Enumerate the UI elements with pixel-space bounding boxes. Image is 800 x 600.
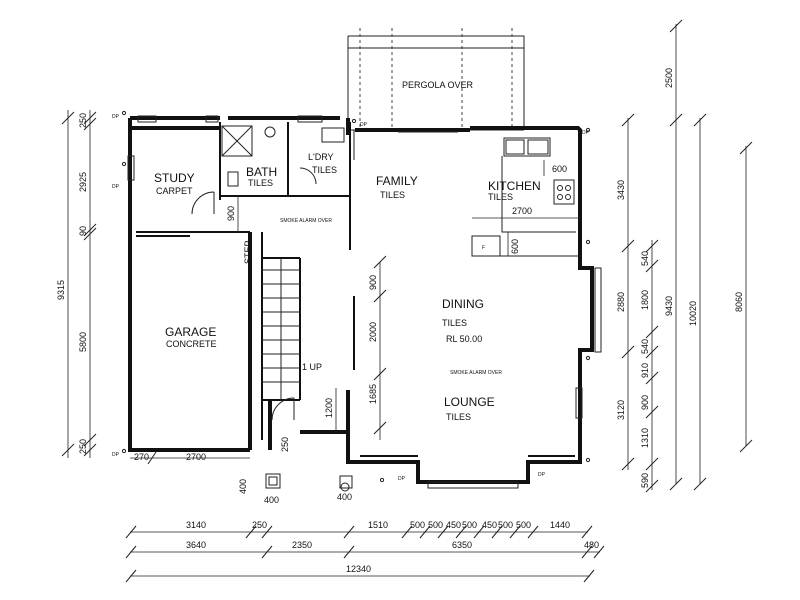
dim-label: 250 (78, 113, 88, 128)
fixtures (221, 125, 580, 492)
dim-label: 400 (337, 492, 352, 502)
room-dining-name: DINING (442, 297, 484, 311)
dim-label: 5800 (78, 332, 88, 352)
room-ldry-name: L'DRY (308, 152, 334, 162)
dim-label: 2880 (616, 292, 626, 312)
pergola (347, 28, 525, 131)
room-pergola-name: PERGOLA OVER (402, 80, 474, 90)
room-kitchen-finish: TILES (488, 192, 513, 202)
dim-label: 12340 (346, 564, 371, 574)
dim-label: 270 (134, 452, 149, 462)
misc-labels: SMOKE ALARM OVER SMOKE ALARM OVER STEP 1… (112, 110, 591, 483)
dim-label: 1440 (550, 520, 570, 530)
downpipe-label: DP (538, 472, 546, 478)
dim-label: 1200 (324, 398, 334, 418)
fridge-label: F (482, 245, 485, 251)
stairs (262, 258, 300, 400)
dim-label: 3430 (616, 180, 626, 200)
dim-label: 910 (640, 363, 650, 378)
room-kitchen-name: KITCHEN (488, 179, 541, 193)
interior-dimensions: 900 900 2000 1685 1200 600 2700 600 270 … (130, 160, 580, 505)
left-dimensions: 250 2925 90 5800 250 9315 (56, 110, 97, 458)
dim-label: 8060 (734, 292, 744, 312)
dim-label: 250 (280, 437, 290, 452)
doors (191, 130, 458, 421)
dim-label: 450 (482, 520, 497, 530)
dim-label: 2500 (664, 68, 674, 88)
dim-label: 590 (640, 473, 650, 488)
dim-label: 480 (584, 540, 599, 550)
dim-label: 600 (552, 164, 567, 174)
dim-label: 400 (264, 495, 279, 505)
dim-label: 3140 (186, 520, 206, 530)
dim-label: 500 (410, 520, 425, 530)
outer-walls (128, 116, 594, 484)
downpipe-label: DP (112, 452, 120, 458)
dim-label: 500 (428, 520, 443, 530)
dim-label: 250 (252, 520, 267, 530)
dim-label: 540 (640, 251, 650, 266)
dim-label: 3120 (616, 400, 626, 420)
dim-label: 1510 (368, 520, 388, 530)
dim-label: 1685 (368, 384, 378, 404)
room-lounge-name: LOUNGE (444, 395, 495, 409)
dim-label: 1310 (640, 428, 650, 448)
dim-label: 2925 (78, 172, 88, 192)
room-family-finish: TILES (380, 190, 405, 200)
room-dining-level: RL 50.00 (446, 334, 482, 344)
room-garage-finish: CONCRETE (166, 339, 217, 349)
room-ldry-finish: TILES (312, 165, 337, 175)
downpipe-label: DP (398, 476, 406, 482)
step-label: STEP (243, 240, 253, 264)
room-dining-finish: TILES (442, 318, 467, 328)
downpipe-label: DP (582, 130, 590, 136)
windows (127, 115, 602, 489)
downpipe-label: DP (112, 184, 120, 190)
dim-label: 900 (640, 395, 650, 410)
dim-label: 500 (498, 520, 513, 530)
room-lounge-finish: TILES (446, 412, 471, 422)
bottom-dimensions: 3140 250 1510 500 500 450 500 450 500 50… (125, 520, 605, 583)
dim-label: 2700 (186, 452, 206, 462)
dim-label: 500 (462, 520, 477, 530)
downpipe-label: DP (360, 122, 368, 128)
room-study-finish: CARPET (156, 186, 193, 196)
stair-up-label: 1 UP (302, 362, 322, 372)
smoke-alarm-label: SMOKE ALARM OVER (450, 370, 502, 376)
dim-label: 900 (226, 206, 236, 221)
room-bath-name: BATH (246, 165, 277, 179)
dim-label: 250 (78, 439, 88, 454)
dim-label: 2700 (512, 206, 532, 216)
dim-label: 6350 (452, 540, 472, 550)
room-bath-finish: TILES (248, 178, 273, 188)
smoke-alarm-label: SMOKE ALARM OVER (280, 218, 332, 224)
dim-label: 3640 (186, 540, 206, 550)
right-dimensions: 2500 3430 540 1800 540 2880 910 900 3120… (616, 19, 753, 493)
dim-label: 400 (238, 479, 248, 494)
room-garage-name: GARAGE (165, 325, 216, 339)
dim-label: 9315 (56, 280, 66, 300)
dim-label: 900 (368, 275, 378, 290)
dim-label: 10020 (688, 301, 698, 326)
dim-label: 500 (516, 520, 531, 530)
dim-label: 2000 (368, 322, 378, 342)
room-study-name: STUDY (154, 171, 195, 185)
dim-label: 540 (640, 339, 650, 354)
downpipe-label: DP (112, 114, 120, 120)
dim-label: 1800 (640, 290, 650, 310)
dim-label: 600 (510, 239, 520, 254)
dim-label: 450 (446, 520, 461, 530)
dim-label: 9430 (664, 296, 674, 316)
dim-label: 2350 (292, 540, 312, 550)
room-labels: STUDY CARPET BATH TILES L'DRY TILES FAMI… (154, 80, 541, 422)
room-family-name: FAMILY (376, 174, 418, 188)
dim-label: 90 (78, 226, 88, 236)
